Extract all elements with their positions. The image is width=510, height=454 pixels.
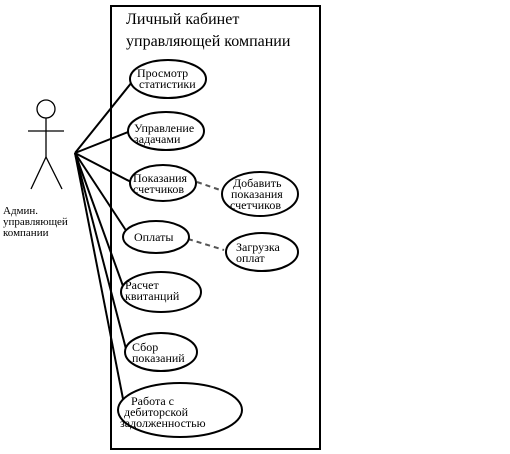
dashed-link [187, 238, 225, 251]
use-case-label: дебиторской [124, 405, 189, 419]
use-case-upload-payments: Загрузка оплат [225, 232, 299, 272]
use-case-label: Показания [133, 171, 188, 185]
use-case-label: Сбор [132, 340, 158, 354]
use-case-label: Работа с [131, 394, 174, 408]
use-case-label: задачами [134, 132, 181, 146]
system-boundary [110, 5, 321, 450]
actor-label: Админ. управляющей компании [3, 205, 68, 239]
associations [74, 81, 133, 405]
association-line [74, 152, 128, 233]
association-line [74, 81, 133, 154]
use-case-meter-readings: Показания счетчиков [129, 164, 197, 202]
use-case-label: показания [231, 187, 283, 201]
use-case-collect-readings: Сбор показаний [124, 332, 198, 372]
association-line [74, 152, 127, 350]
use-case-debt: Работа с дебиторской задолженностью [117, 382, 243, 438]
association-line [74, 152, 124, 287]
association-line [74, 131, 129, 154]
use-case-label: Добавить [233, 176, 282, 190]
use-case-label: Оплаты [134, 230, 173, 244]
system-title-line: управляющей компании [126, 33, 291, 50]
use-case-label: Управление [134, 121, 194, 135]
actor-label-line: Админ. [3, 205, 38, 217]
use-case-add-readings: Добавить показания счетчиков [221, 171, 299, 217]
actor-icon [28, 99, 64, 190]
actor-label-line: компании [3, 227, 49, 239]
system-title: Личный кабинет управляющей компании [126, 11, 291, 50]
use-case-label: счетчиков [230, 198, 281, 212]
use-case-label: Расчет [125, 278, 159, 292]
use-case-label: квитанций [125, 289, 180, 303]
association-line [74, 152, 125, 405]
use-case-label: задолженностью [120, 416, 206, 430]
use-case-statistics: Просмотр статистики [129, 59, 207, 99]
use-case-payments: Оплаты [122, 220, 190, 254]
system-title-line: Личный кабинет [126, 11, 239, 28]
use-case-tasks: Управление задачами [127, 111, 205, 151]
association-line [74, 152, 132, 183]
use-case-label: Просмотр [137, 66, 188, 80]
use-case-label: статистики [139, 77, 196, 91]
use-case-label: показаний [132, 351, 185, 365]
use-case-label: оплат [236, 251, 265, 265]
use-case-label: Загрузка [236, 240, 280, 254]
actor-label-line: управляющей [3, 216, 68, 228]
use-case-label: счетчиков [133, 182, 184, 196]
use-case-receipts: Расчет квитанций [120, 271, 202, 313]
extension-links [187, 181, 227, 251]
